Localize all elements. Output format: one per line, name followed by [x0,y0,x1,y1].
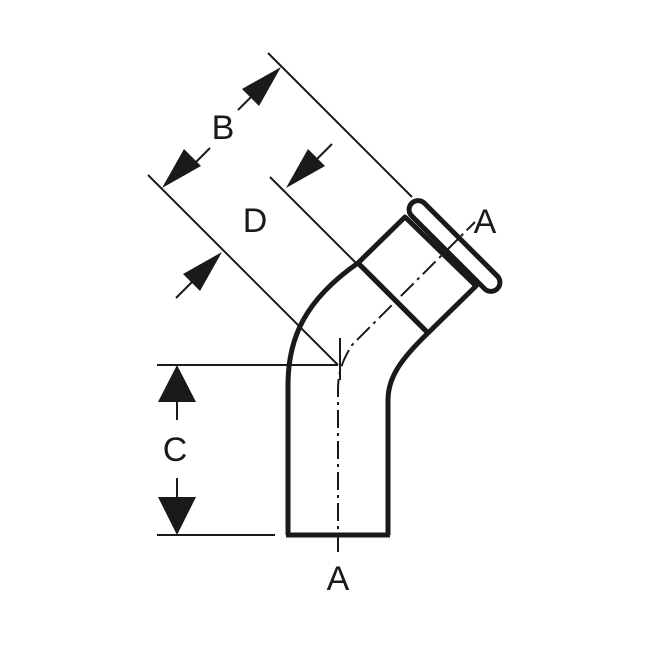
labels: B D A C A [163,109,497,598]
label-c: C [163,431,188,469]
arrow-b-left-icon [162,149,201,188]
label-d: D [243,202,268,240]
centerline-a [337,221,476,552]
extension-line-d [269,176,359,266]
extension-line-b [267,52,413,198]
arrow-d-top-icon [286,149,325,188]
arrow-d-bottom-icon [183,252,222,291]
arrow-c-bottom-icon [158,497,196,535]
extension-line-bend [147,174,339,366]
arrow-c-top-icon [158,365,196,402]
label-a-bottom: A [327,560,350,598]
elbow-outer-wall [285,260,360,535]
arrow-b-right-icon [242,67,281,106]
arrowheads [158,67,325,535]
socket-ring-2 [366,271,420,325]
label-b: B [212,109,235,147]
socket-rim [406,198,503,294]
dimension-lines [147,52,413,536]
elbow-body [285,198,503,538]
label-a-top: A [474,203,497,241]
centerline-path [337,221,476,552]
elbow-inner-wall [385,331,430,535]
